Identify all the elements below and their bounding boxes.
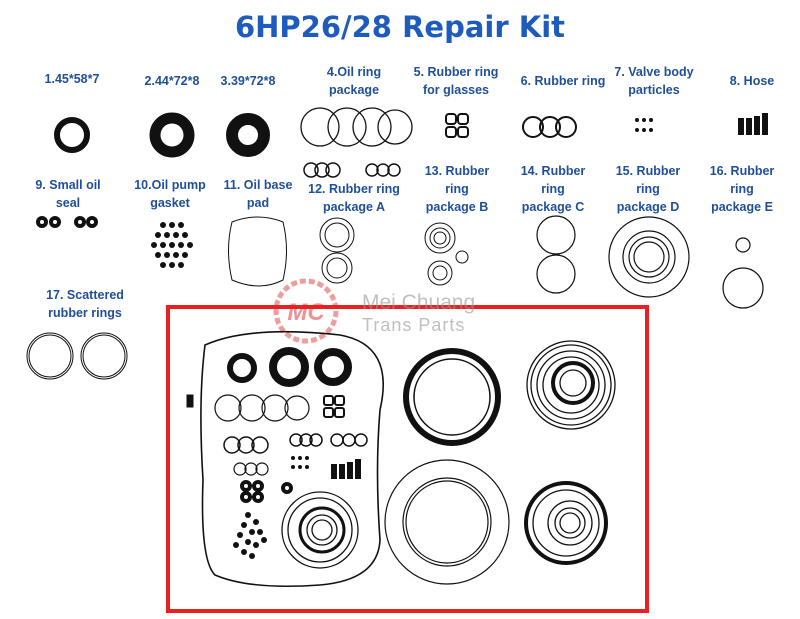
page-title: 6HP26/28 Repair Kit	[234, 10, 566, 44]
watermark-line: Mei Chuang	[362, 291, 476, 314]
label-line: package E	[711, 200, 773, 214]
item-4-label: 4.Oil ring package	[327, 63, 381, 99]
label-line: ring	[730, 182, 754, 196]
label-line: 7. Valve body	[614, 65, 694, 79]
label-line: package C	[521, 200, 585, 214]
label-line: 5. Rubber ring	[413, 65, 499, 79]
label-line: ring	[636, 182, 660, 196]
item-11-label: 11. Oil base pad	[224, 176, 293, 212]
label-line: package	[328, 83, 380, 97]
label-line: particles	[628, 83, 680, 97]
label-line: 17. Scattered	[46, 288, 124, 302]
label-line: for glasses	[422, 83, 490, 97]
label-line: package B	[425, 200, 489, 214]
label-line: 12. Rubber ring	[308, 182, 400, 196]
label-line: 9. Small oil	[35, 178, 101, 192]
watermark-logo: MC	[287, 299, 325, 326]
label-line: gasket	[150, 196, 190, 210]
label-line: 11. Oil base	[223, 178, 293, 192]
item-12-label: 12. Rubber ring package A	[308, 180, 400, 216]
label-line: 16. Rubber	[709, 164, 775, 178]
label-line: pad	[246, 196, 270, 210]
label-line: 15. Rubber	[615, 164, 681, 178]
item-16-label: 16. Rubber ring package E	[710, 162, 775, 216]
label-line: 4.Oil ring	[326, 65, 382, 79]
item-6-label: 6. Rubber ring	[520, 74, 606, 88]
label-line: ring	[541, 182, 565, 196]
label-line: seal	[55, 196, 81, 210]
label-line: 10.Oil pump	[134, 178, 206, 192]
item-2-label: 2.44*72*8	[144, 74, 200, 88]
item-1-label: 1.45*58*7	[44, 72, 100, 86]
label-line: rubber rings	[48, 306, 122, 320]
item-7-label: 7. Valve body particles	[614, 63, 693, 99]
watermark-line: Trans Parts	[362, 315, 466, 335]
label-line: 13. Rubber	[424, 164, 490, 178]
item-8-label: 8. Hose	[729, 74, 775, 88]
item-14-label: 14. Rubber ring package C	[521, 162, 586, 216]
item-9-label: 9. Small oil seal	[35, 176, 100, 212]
label-line: ring	[445, 182, 469, 196]
item-15-label: 15. Rubber ring package D	[616, 162, 681, 216]
item-10-label: 10.Oil pump gasket	[134, 176, 206, 212]
item-5-label: 5. Rubber ring for glasses	[414, 63, 499, 99]
label-line: 14. Rubber	[520, 164, 586, 178]
item-3-label: 3.39*72*8	[220, 74, 276, 88]
item-13-label: 13. Rubber ring package B	[425, 162, 490, 216]
label-line: package A	[322, 200, 386, 214]
label-line: package D	[616, 200, 680, 214]
item-17-label: 17. Scattered rubber rings	[46, 286, 124, 322]
